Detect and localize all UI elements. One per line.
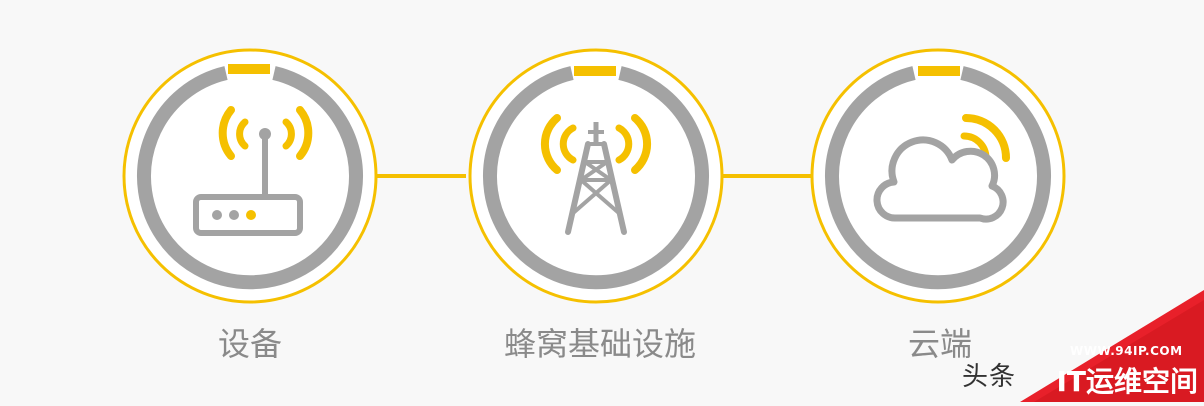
cell-inner-arc bbox=[483, 66, 709, 290]
cell-tower-icon bbox=[540, 114, 652, 235]
device-outer-ring bbox=[122, 48, 378, 304]
cloud-node bbox=[810, 48, 1066, 304]
watermark-badge bbox=[1020, 290, 1204, 402]
cloud-inner-arc bbox=[825, 66, 1051, 290]
cell-top-dash bbox=[574, 66, 616, 76]
router-icon bbox=[193, 106, 313, 236]
cell-infrastructure-label: 蜂窝基础设施 bbox=[503, 325, 696, 363]
device-node bbox=[122, 48, 378, 304]
cloud-label: 云端 bbox=[907, 325, 972, 363]
device-top-dash bbox=[228, 64, 270, 74]
cloud-top-dash bbox=[918, 66, 960, 76]
watermark-platform-text: 头条 bbox=[962, 362, 1017, 392]
watermark-url: WWW.94IP.COM bbox=[1070, 344, 1183, 358]
device-label: 设备 bbox=[217, 325, 282, 363]
cell-outer-ring bbox=[468, 48, 724, 304]
cell-node bbox=[468, 48, 724, 304]
watermark-name: IT运维空间 bbox=[1056, 365, 1198, 398]
cloud-icon bbox=[873, 114, 1010, 223]
device-inner-arc bbox=[137, 66, 363, 290]
